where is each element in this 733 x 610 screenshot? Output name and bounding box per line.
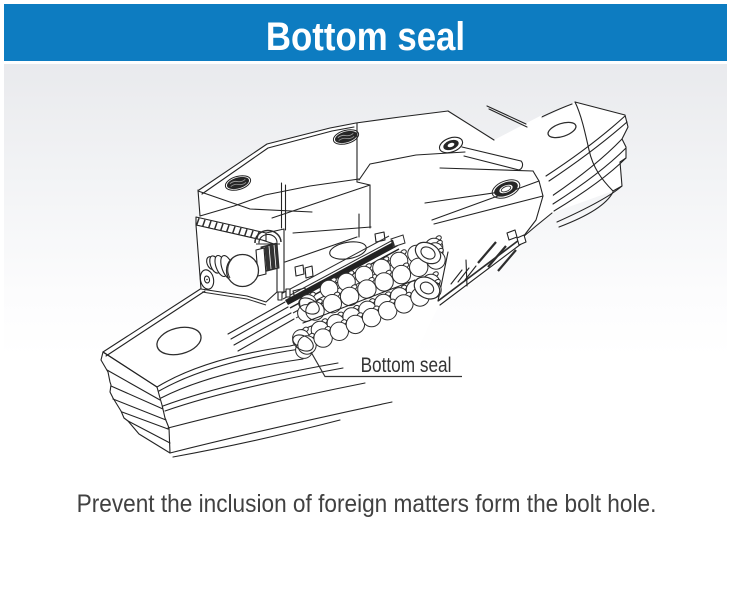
- svg-text:Bottom seal: Bottom seal: [361, 355, 452, 378]
